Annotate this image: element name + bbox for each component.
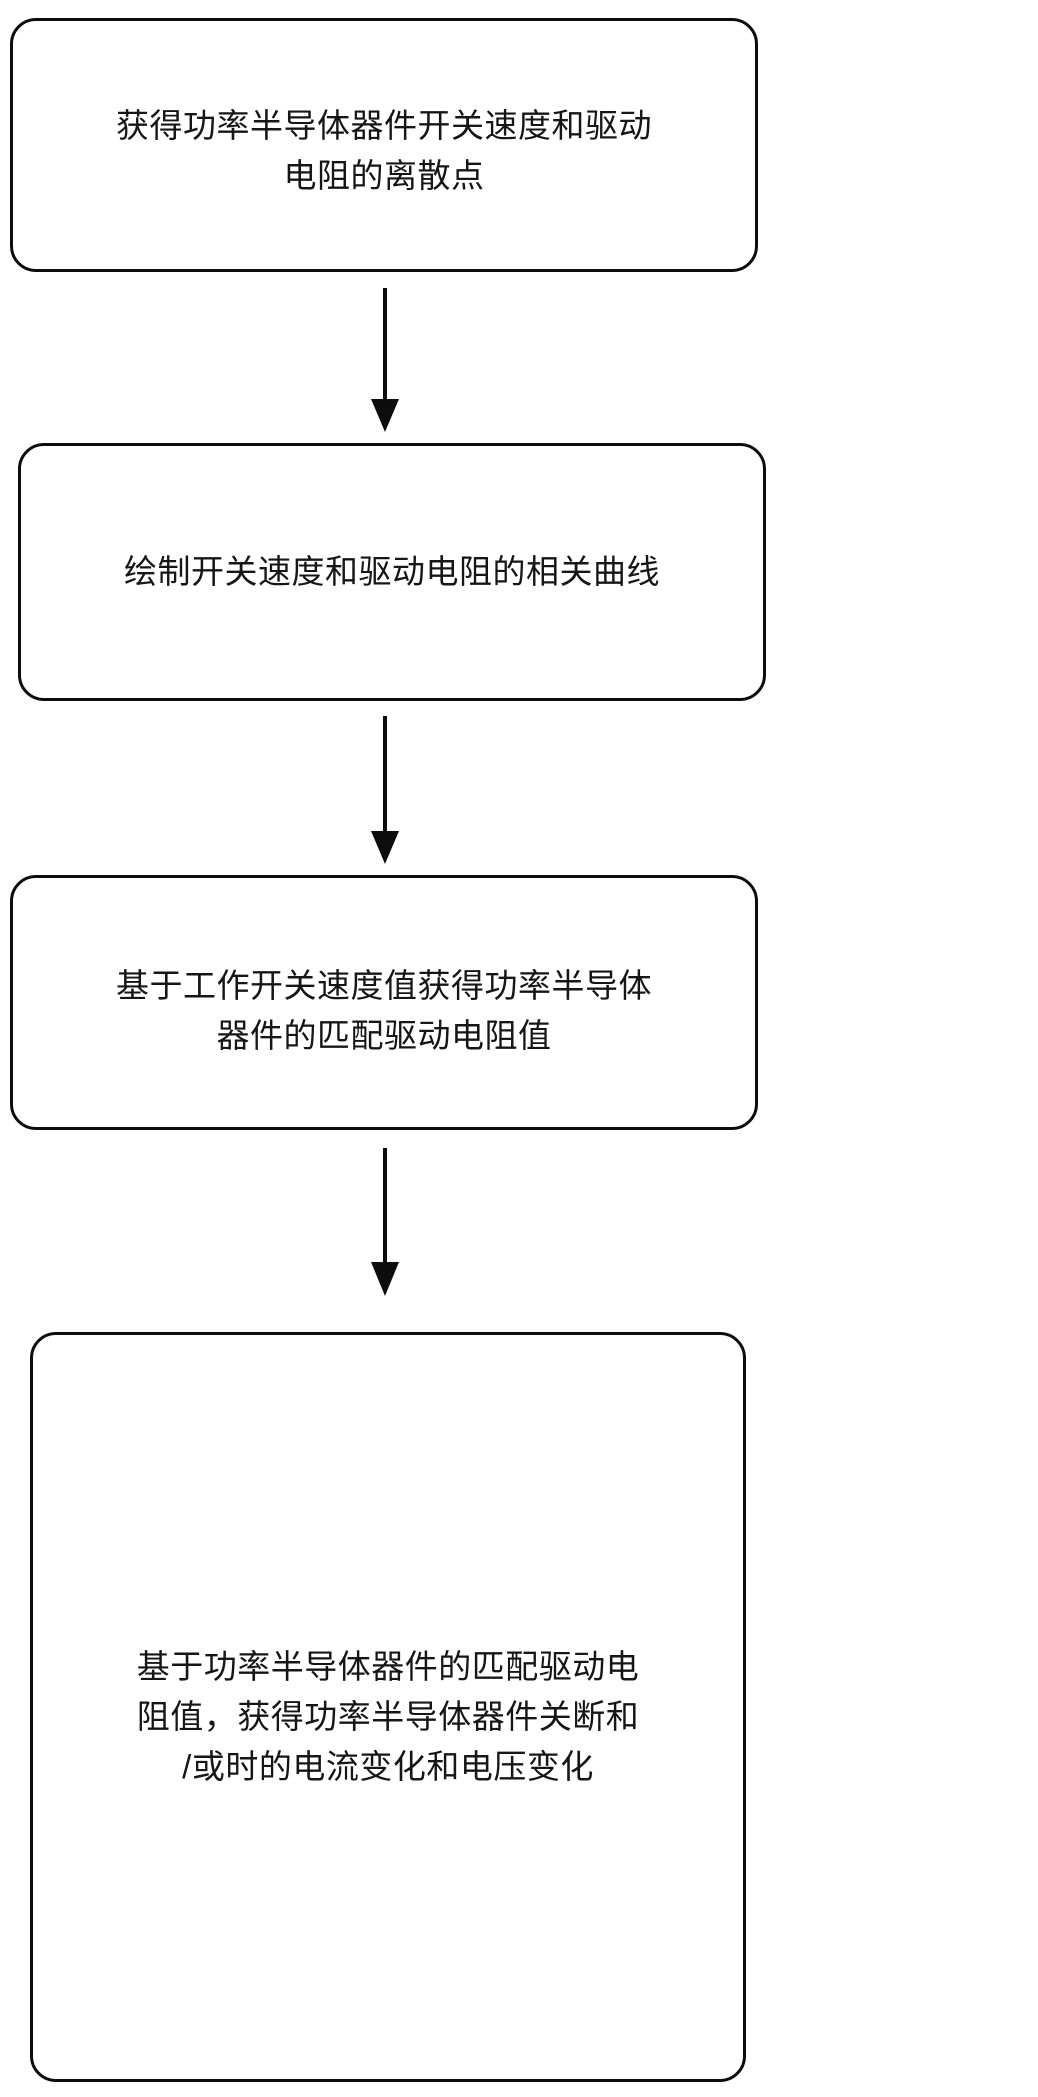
flowchart-node-label: 基于功率半导体器件的匹配驱动电 阻值，获得功率半导体器件关断和 /或时的电流变化…	[136, 1648, 640, 1785]
flowchart-node-step-4[interactable]: 基于功率半导体器件的匹配驱动电 阻值，获得功率半导体器件关断和 /或时的电流变化…	[30, 1332, 746, 2082]
arrowhead-down-icon	[371, 831, 399, 864]
flowchart-node-step-2[interactable]: 绘制开关速度和驱动电阻的相关曲线	[18, 443, 766, 701]
flowchart-node-label: 基于工作开关速度值获得功率半导体 器件的匹配驱动电阻值	[116, 966, 652, 1054]
flowchart-node-step-1[interactable]: 获得功率半导体器件开关速度和驱动 电阻的离散点	[10, 18, 758, 272]
arrowhead-down-icon	[371, 399, 399, 432]
flowchart-node-label: 获得功率半导体器件开关速度和驱动 电阻的离散点	[116, 107, 652, 194]
flowchart-node-label: 绘制开关速度和驱动电阻的相关曲线	[124, 553, 660, 590]
flowchart-node-step-3[interactable]: 基于工作开关速度值获得功率半导体 器件的匹配驱动电阻值	[10, 875, 758, 1130]
arrowhead-down-icon	[371, 1262, 399, 1296]
